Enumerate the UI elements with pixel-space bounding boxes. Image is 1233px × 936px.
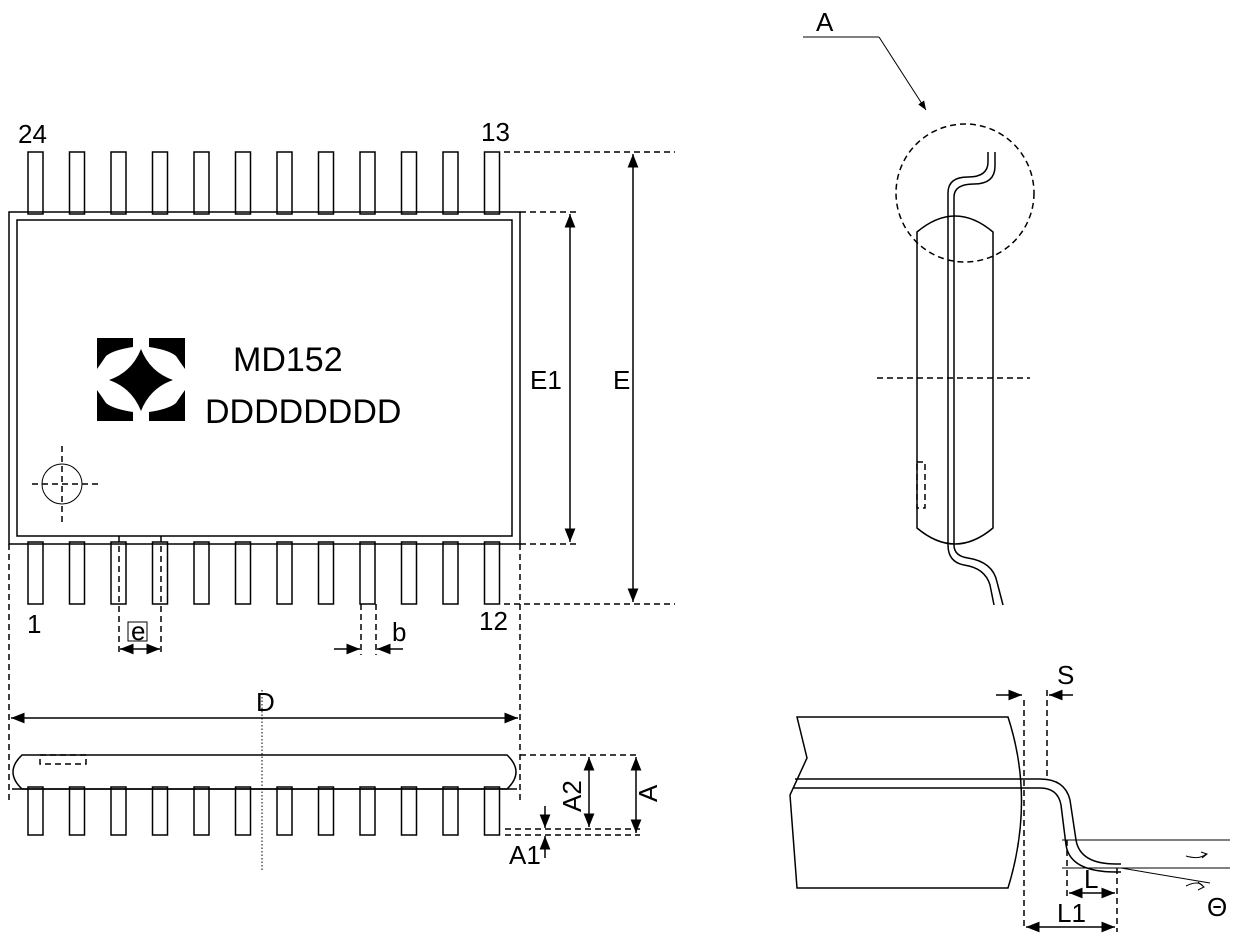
top-view: MD152 DDDDDDDD 24 13 1 12 E1 E: [8, 117, 675, 655]
lead-bottom: [193, 541, 210, 605]
label-s: S: [1057, 660, 1074, 690]
lead-bottom: [442, 541, 459, 605]
pin1-indicator: [32, 446, 98, 522]
lead-front: [483, 786, 501, 836]
detail-body: [789, 716, 1023, 889]
pin-number-13: 13: [481, 117, 510, 147]
label-e1: E1: [530, 365, 562, 395]
lead-bottom: [483, 541, 501, 605]
label-a1: A1: [509, 840, 541, 870]
manufacturer-logo: [97, 338, 185, 421]
label-detail-a: A: [816, 7, 834, 37]
package-body-end: [916, 215, 994, 545]
label-d: D: [256, 687, 275, 717]
lead-front: [400, 786, 418, 836]
dimension-e1: E1: [520, 211, 578, 545]
lead-bottom: [317, 541, 335, 605]
lead-bottom: [27, 541, 44, 605]
end-view: A: [803, 7, 1035, 606]
pin-number-1: 1: [27, 609, 41, 639]
label-pitch-e: e: [131, 616, 145, 646]
dimension-e: E: [504, 151, 675, 605]
lead-top: [442, 151, 459, 215]
detail-circle: [895, 123, 1035, 263]
lead-front: [317, 786, 335, 836]
marking-line-2: DDDDDDDD: [205, 393, 401, 431]
dimension-lead-width-b: b: [334, 604, 406, 655]
label-l1: L1: [1057, 898, 1086, 928]
detail-lead: [1024, 778, 1121, 873]
lead-bottom: [151, 541, 169, 605]
front-view: D A2 A A1: [8, 544, 663, 872]
lead-bottom: [400, 541, 418, 605]
label-theta: Θ: [1207, 892, 1227, 922]
lead-top: [359, 151, 376, 215]
front-leads: [27, 786, 501, 836]
package-body-outer: [8, 211, 521, 545]
bottom-leads: [27, 541, 501, 605]
package-body-inner: [16, 219, 513, 537]
label-lead-width-b: b: [392, 617, 406, 647]
lead-front: [359, 786, 376, 836]
lead-top: [276, 151, 293, 215]
lead-top: [400, 151, 418, 215]
lead-front: [234, 786, 252, 836]
lead-front: [68, 786, 86, 836]
lead-top: [317, 151, 335, 215]
detail-a-view: S L L1 Θ: [789, 660, 1230, 933]
lead-bottom: [276, 541, 293, 605]
lead-front: [193, 786, 210, 836]
lead-top: [234, 151, 252, 215]
lead-profile: [947, 152, 1004, 606]
marking-line-1: MD152: [233, 341, 343, 379]
top-leads: [27, 151, 501, 215]
pin-number-12: 12: [479, 606, 508, 636]
lead-top: [110, 151, 127, 215]
lead-top: [193, 151, 210, 215]
lead-bottom: [68, 541, 86, 605]
lead-bottom: [234, 541, 252, 605]
label-e: E: [613, 365, 630, 395]
lead-top: [151, 151, 169, 215]
lead-front: [151, 786, 169, 836]
lead-front: [110, 786, 127, 836]
package-body-side: [12, 754, 517, 790]
lead-top: [483, 151, 501, 215]
dimension-pitch-e: e: [118, 536, 162, 655]
label-a2: A2: [557, 780, 587, 812]
lead-front: [27, 786, 44, 836]
lead-top: [68, 151, 86, 215]
lead-top: [27, 151, 44, 215]
lead-front: [276, 786, 293, 836]
lead-bottom: [359, 541, 376, 605]
lead-front: [442, 786, 459, 836]
label-a: A: [633, 784, 663, 802]
pin-number-24: 24: [18, 119, 47, 149]
label-l: L: [1084, 864, 1098, 894]
